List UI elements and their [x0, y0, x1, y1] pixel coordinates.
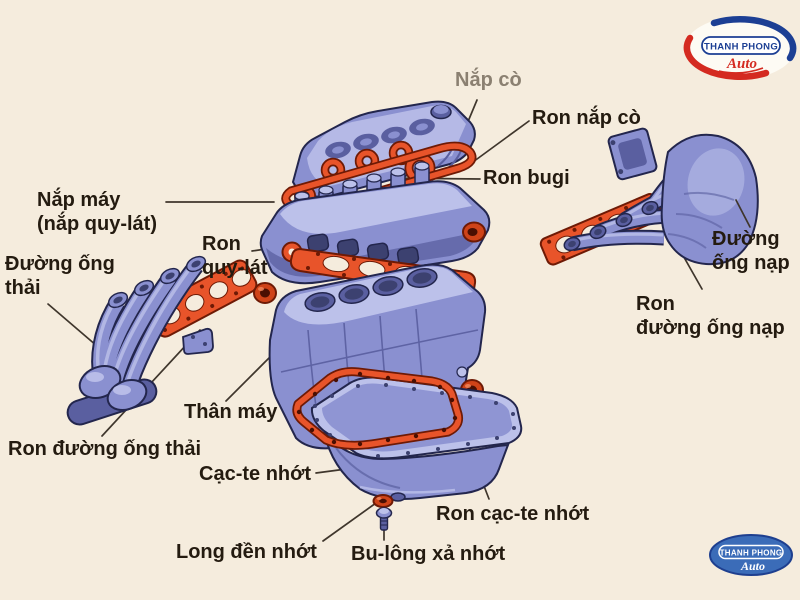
- intake-manifold: [563, 127, 759, 266]
- label-bu-long-xa-nhot: Bu-lông xả nhớt: [351, 543, 506, 565]
- drain-bolt: [375, 507, 393, 531]
- label-duong-ong-nap: Đường ống nạp: [712, 228, 790, 275]
- logo-underline: [718, 67, 764, 74]
- oil-filler-cap: [430, 104, 452, 120]
- brand-logo-bottom: THANH PHONG Auto: [709, 534, 793, 576]
- label-than-may: Thân máy: [184, 401, 278, 423]
- logo-sub-text-small: Auto: [740, 559, 765, 573]
- logo-name-box-small: [718, 544, 784, 560]
- logo-brand-text: THANH PHONG: [704, 42, 778, 53]
- logo-red-swoosh: [683, 34, 770, 80]
- pointer-duong-ong-nap: [735, 199, 751, 228]
- exhaust-manifold: [66, 255, 214, 426]
- oil-pan: [310, 376, 523, 502]
- label-ron-duong-ong-nap: Ron đường ống nạp: [636, 293, 785, 340]
- label-ron-quy-lat: Ron quy-lát: [202, 233, 268, 280]
- label-duong-ong-thai: Đường ống thải: [5, 253, 115, 300]
- cylinder-head-ports: [306, 233, 420, 266]
- pointer-long-den-nhot: [322, 502, 377, 542]
- oil-pan-flange-inner: [322, 383, 513, 452]
- logo-brand-text-small: THANH PHONG: [720, 549, 783, 558]
- drain-washer: [372, 494, 394, 508]
- label-ron-duong-ong-thai: Ron đường ống thải: [8, 438, 202, 460]
- cylinder-head-top-face: [280, 183, 472, 234]
- exhaust-runner-flares: [107, 255, 207, 309]
- exhaust-collector: [78, 365, 148, 411]
- oil-pan-gasket-bolt-holes: [296, 371, 458, 447]
- label-ron-nap-co: Ron nắp cò: [532, 107, 641, 129]
- throttle-flange: [607, 127, 658, 181]
- oil-pan-gasket: [292, 367, 463, 450]
- label-long-den-nhot: Long đền nhớt: [176, 541, 317, 563]
- logo-sub-text: Auto: [726, 56, 757, 72]
- label-nap-co: Nắp cò: [455, 69, 522, 91]
- label-nap-may: Nắp máy (nắp quy-lát): [37, 189, 157, 236]
- logo-name-box: [701, 36, 781, 55]
- exhaust-gasket-bolt-holes: [153, 266, 245, 332]
- label-cac-te-nhot: Cạc-te nhớt: [199, 463, 312, 485]
- pointer-than-may: [225, 355, 272, 402]
- valve-cover-recesses: [325, 118, 435, 159]
- oil-pan-body: [323, 431, 510, 500]
- label-ron-bugi: Ron bugi: [483, 167, 570, 189]
- brand-logo-top: THANH PHONG Auto: [683, 16, 797, 80]
- plenum-ridges: [667, 191, 735, 249]
- label-ron-cac-te-nhot: Ron cạc-te nhớt: [436, 503, 590, 525]
- exhaust-end-flange: [182, 327, 214, 355]
- cylinder-head-end-port: [462, 221, 486, 243]
- logo-blue-swoosh: [710, 16, 797, 62]
- oil-pan-gasket-ring-fill: [294, 368, 462, 449]
- cylinder-bores: [304, 268, 438, 312]
- pointer-duong-ong-thai: [47, 303, 98, 347]
- front-seal: [253, 282, 277, 304]
- oil-pan-bolt-holes: [313, 383, 516, 458]
